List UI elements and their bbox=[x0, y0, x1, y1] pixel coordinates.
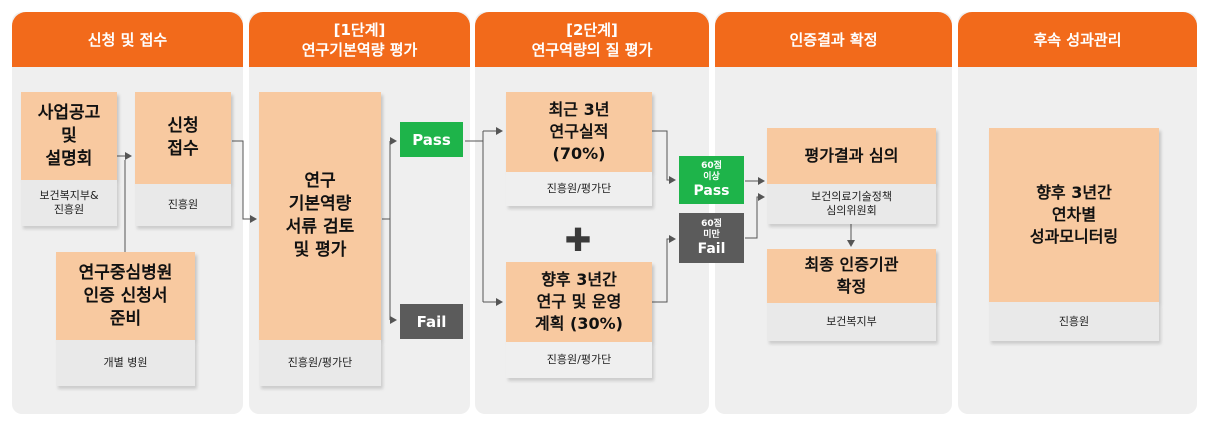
box-text: 설명회 bbox=[45, 148, 93, 169]
prepare-box: 연구중심병원 인증 신청서 준비 bbox=[56, 252, 195, 340]
review-org: 진흥원/평가단 bbox=[259, 340, 381, 386]
final-cert-org: 보건복지부 bbox=[767, 303, 936, 341]
recent-results-box: 최근 3년 연구실적 (70%) bbox=[506, 92, 652, 172]
box-text: 평가결과 심의 bbox=[804, 146, 899, 165]
column-header: 인증결과 확정 bbox=[715, 12, 952, 67]
header-text: 신청 및 접수 bbox=[87, 30, 168, 49]
prepare-org: 개별 병원 bbox=[56, 340, 195, 386]
box-text: 연구중심병원 bbox=[78, 262, 173, 283]
badge-text: 60점 bbox=[701, 160, 722, 171]
column-header: 후속 성과관리 bbox=[958, 12, 1197, 67]
pass-text: Pass bbox=[412, 130, 451, 149]
box-text: 및 평가 bbox=[293, 240, 347, 260]
box-text: 확정 bbox=[836, 277, 867, 296]
badge-text: 미만 bbox=[703, 229, 720, 240]
org-text: 보건복지부& bbox=[39, 189, 99, 202]
header-text: 연구기본역량 평가 bbox=[301, 40, 418, 59]
announce-org: 보건복지부& 진흥원 bbox=[21, 180, 117, 226]
org-text: 진흥원 bbox=[53, 203, 85, 216]
org-text: 개별 병원 bbox=[103, 356, 148, 369]
header-text: 인증결과 확정 bbox=[789, 30, 878, 49]
box-text: 준비 bbox=[109, 308, 142, 329]
score-fail-badge: 60점 미만 Fail bbox=[679, 213, 744, 263]
org-text: 보건복지부 bbox=[826, 315, 877, 328]
box-text: 인증 신청서 bbox=[83, 285, 168, 306]
box-text: 연구실적 bbox=[549, 122, 609, 141]
badge-text: 이상 bbox=[703, 171, 720, 182]
org-text: 진흥원/평가단 bbox=[546, 182, 612, 195]
column-header: [2단계] 연구역량의 질 평가 bbox=[475, 12, 709, 67]
org-text: 진흥원/평가단 bbox=[287, 356, 353, 369]
recent-results-org: 진흥원/평가단 bbox=[506, 172, 652, 206]
announce-box: 사업공고 및 설명회 bbox=[21, 92, 117, 180]
box-text: 기본역량 bbox=[288, 194, 352, 214]
future-plan-org: 진흥원/평가단 bbox=[506, 342, 652, 378]
box-text: 최종 인증기관 bbox=[804, 255, 899, 274]
org-text: 보건의료기술정책 bbox=[811, 190, 892, 203]
box-text: 서류 검토 bbox=[285, 217, 355, 237]
deliberation-org: 보건의료기술정책 심의위원회 bbox=[767, 184, 936, 224]
box-text: 성과모니터링 bbox=[1029, 227, 1119, 246]
apply-box: 신청 접수 bbox=[135, 92, 231, 184]
header-text: [2단계] bbox=[566, 20, 618, 39]
box-text: 접수 bbox=[167, 139, 199, 159]
monitoring-org: 진흥원 bbox=[989, 302, 1159, 341]
deliberation-box: 평가결과 심의 bbox=[767, 128, 936, 184]
box-text: 향후 3년간 bbox=[541, 270, 617, 289]
header-text: 연구역량의 질 평가 bbox=[531, 40, 653, 59]
box-text: 연구 및 운영 bbox=[536, 292, 622, 311]
box-text: 사업공고 bbox=[37, 102, 101, 123]
box-text: 연차별 bbox=[1051, 205, 1097, 224]
review-box: 연구 기본역량 서류 검토 및 평가 bbox=[259, 92, 381, 340]
header-text: 후속 성과관리 bbox=[1033, 30, 1122, 49]
badge-text: Fail bbox=[697, 240, 726, 257]
column-header: [1단계] 연구기본역량 평가 bbox=[249, 12, 470, 67]
box-text: (70%) bbox=[552, 144, 606, 163]
monitoring-box: 향후 3년간 연차별 성과모니터링 bbox=[989, 128, 1159, 302]
plus-icon: ✚ bbox=[564, 221, 592, 259]
fail-badge: Fail bbox=[400, 304, 463, 339]
score-pass-badge: 60점 이상 Pass bbox=[679, 156, 744, 204]
box-text: 신청 bbox=[167, 116, 199, 136]
box-text: 및 bbox=[61, 125, 77, 146]
box-text: 최근 3년 bbox=[548, 100, 610, 119]
pass-badge: Pass bbox=[400, 122, 463, 157]
box-text: 향후 3년간 bbox=[1036, 183, 1112, 202]
column-header: 신청 및 접수 bbox=[12, 12, 243, 67]
box-text: 계획 (30%) bbox=[535, 314, 623, 333]
box-text: 연구 bbox=[304, 171, 336, 191]
org-text: 진흥원/평가단 bbox=[546, 353, 612, 366]
fail-text: Fail bbox=[416, 312, 447, 331]
badge-text: 60점 bbox=[701, 218, 722, 229]
org-text: 심의위원회 bbox=[826, 204, 877, 217]
final-cert-box: 최종 인증기관 확정 bbox=[767, 249, 936, 303]
org-text: 진흥원 bbox=[1058, 314, 1090, 328]
future-plan-box: 향후 3년간 연구 및 운영 계획 (30%) bbox=[506, 262, 652, 342]
header-text: [1단계] bbox=[333, 20, 386, 39]
badge-text: Pass bbox=[693, 182, 730, 199]
apply-org: 진흥원 bbox=[135, 184, 231, 226]
org-text: 진흥원 bbox=[167, 198, 199, 211]
